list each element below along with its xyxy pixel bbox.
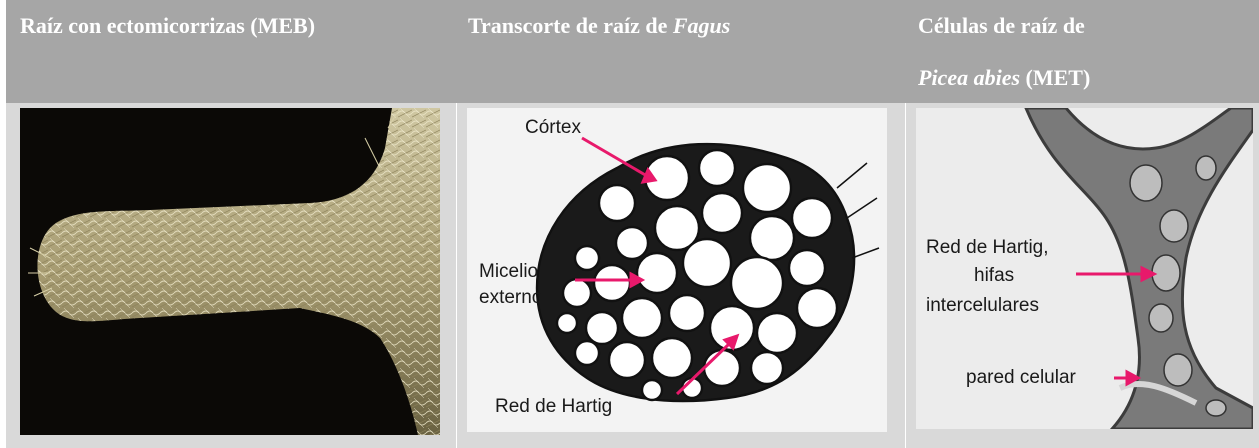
header-cell-fagus: Transcorte de raíz de Fagus [468,0,898,103]
cortex-label: Córtex [525,116,581,140]
picea-tem-micrograph: Red de Hartig, hifas intercelulares pare… [916,108,1253,429]
column-divider [456,103,457,448]
header-row: Raíz con ectomicorrizas (MEB) Transcorte… [6,0,1259,103]
micelio-label-line2: externo [479,286,542,310]
fagus-cross-section: Córtex Micelio externo Red de Hartig [467,108,887,432]
hartig-hifas-label-line3: intercelulares [926,294,1039,318]
header-fagus-title: Transcorte de raíz de [468,13,673,38]
sem-root-image [20,108,440,435]
figure-table: Raíz con ectomicorrizas (MEB) Transcorte… [6,0,1259,448]
header-picea-line1: Células de raíz de [918,0,1248,52]
hartig-hifas-label-line1: Red de Hartig, [926,236,1049,260]
column-divider [905,103,906,448]
header-fagus-genus: Fagus [673,13,730,38]
pared-celular-label: pared celular [966,366,1076,390]
hartig-label: Red de Hartig [495,395,612,419]
header-picea-method: (MET) [1020,65,1090,90]
sem-root-micrograph [20,108,440,435]
header-sem-title: Raíz con ectomicorrizas (MEB) [20,13,315,38]
micelio-label-line1: Micelio [479,260,538,284]
header-picea-species: Picea abies [918,65,1020,90]
header-cell-picea: Células de raíz de Picea abies (MET) [918,0,1248,103]
header-picea-line2: Picea abies (MET) [918,52,1248,104]
header-cell-sem: Raíz con ectomicorrizas (MEB) [20,0,450,103]
hartig-hifas-label-line2: hifas [974,264,1014,288]
